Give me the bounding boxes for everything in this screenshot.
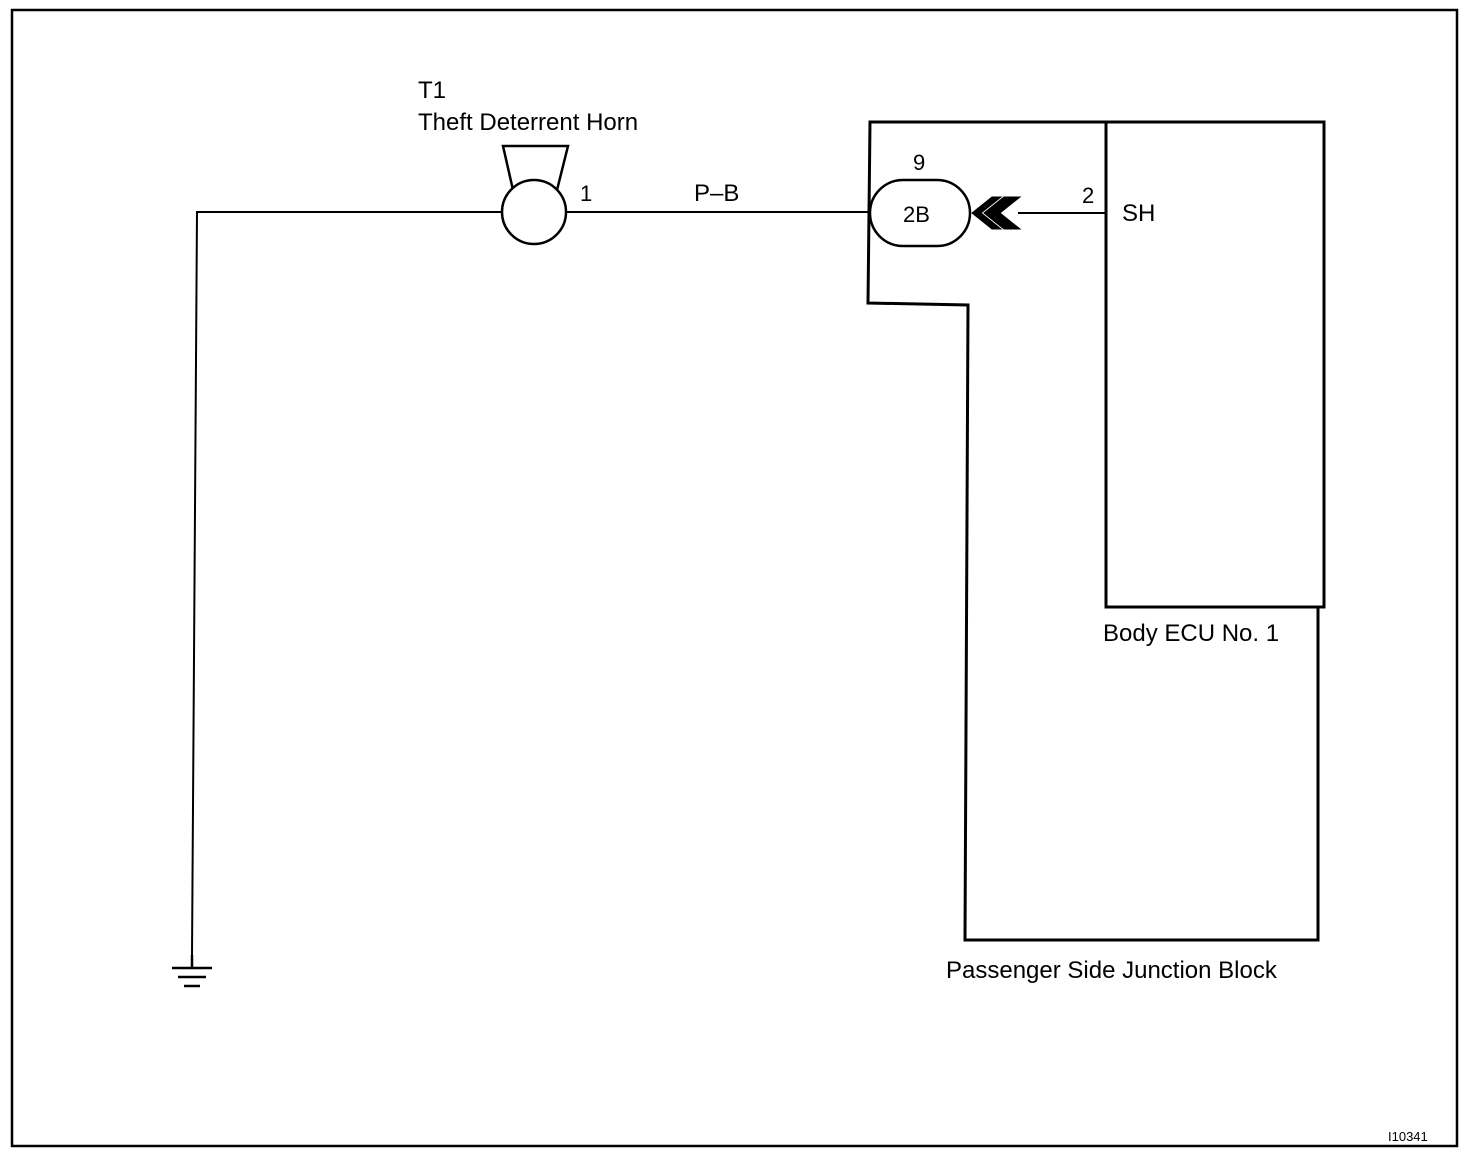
connector-pin-label: 9 bbox=[913, 150, 925, 175]
horn-name-label: Theft Deterrent Horn bbox=[418, 109, 638, 136]
wire-color-label: P–B bbox=[694, 180, 739, 207]
diagram-frame bbox=[10, 8, 1459, 1148]
ecu-terminal-label: SH bbox=[1122, 200, 1155, 227]
horn-ref-label: T1 bbox=[418, 77, 446, 104]
connector-arrow-icon bbox=[971, 196, 1022, 230]
horn-pin-label: 1 bbox=[580, 181, 592, 206]
connector-code-label: 2B bbox=[903, 202, 930, 227]
junction-connector bbox=[868, 178, 972, 248]
body-ecu-outline bbox=[1104, 120, 1326, 609]
ground-wire bbox=[191, 211, 502, 956]
junction-block-name-label: Passenger Side Junction Block bbox=[946, 957, 1278, 984]
ground-icon bbox=[172, 955, 212, 988]
ecu-pin-label: 2 bbox=[1082, 183, 1094, 208]
horn-icon bbox=[500, 144, 570, 246]
ecu-name-label: Body ECU No. 1 bbox=[1103, 620, 1279, 647]
figure-id-label: I10341 bbox=[1388, 1129, 1428, 1144]
